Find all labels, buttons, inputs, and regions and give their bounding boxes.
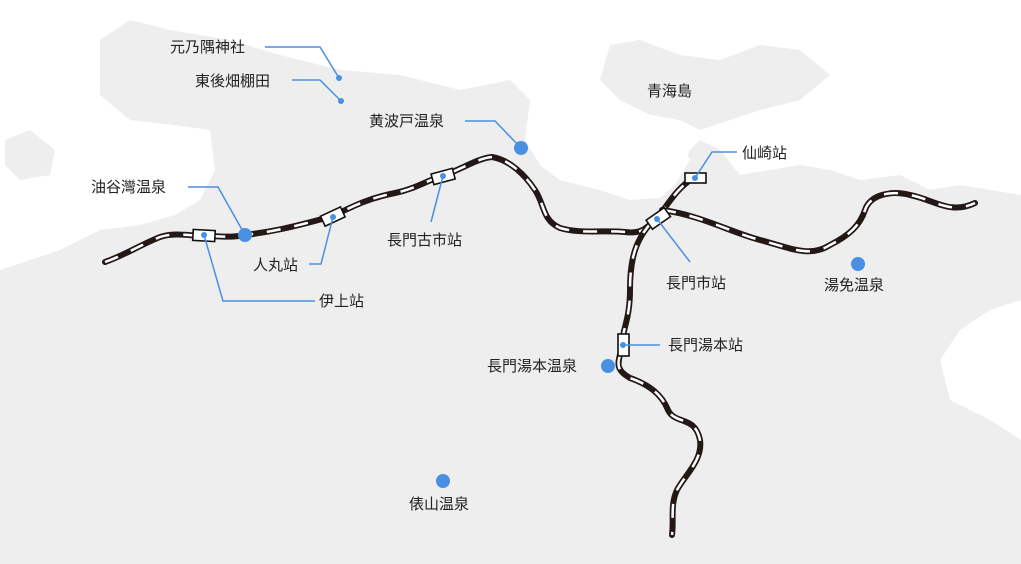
sea-bay: [540, 135, 690, 200]
leader-nagatofuruichi: [430, 175, 444, 223]
label-kibado-onsen: 黄波戸温泉: [369, 112, 444, 130]
label-yumoto-onsen: 長門湯本温泉: [487, 357, 577, 375]
onsen-marker-yumen[interactable]: [851, 257, 865, 271]
land-mainland: [0, 20, 1021, 564]
label-higashiushiro: 東後畑棚田: [195, 72, 270, 90]
railway-sanin-line-east: [659, 190, 978, 255]
label-senzaki-station: 仙崎站: [742, 144, 787, 162]
label-motonosumi: 元乃隅神社: [170, 38, 245, 56]
label-yuyawan-onsen: 油谷灣温泉: [91, 178, 166, 196]
land-seikaijima: [600, 40, 830, 130]
label-igami-station: 伊上站: [319, 292, 364, 310]
land-west-islet: [5, 130, 55, 180]
leader-motonosumi: [265, 46, 340, 79]
leader-senzaki: [694, 151, 737, 179]
leader-hitomaru: [309, 216, 334, 265]
leader-higashiushiro: [292, 79, 342, 102]
label-hitomaru-station: 人丸站: [253, 256, 298, 274]
label-yumen-onsen: 湯免温泉: [824, 276, 884, 294]
label-tawarayama-onsen: 俵山温泉: [409, 495, 469, 513]
leader-nagatoshi: [656, 218, 691, 263]
railway-mine-line: [615, 219, 704, 538]
label-nagatofuruichi-station: 長門古市站: [387, 231, 462, 249]
label-nagatoshi-station: 長門市站: [666, 274, 726, 292]
onsen-marker-yumoto[interactable]: [601, 359, 615, 373]
label-nagatoyumoto-station: 長門湯本站: [668, 336, 743, 354]
leader-yuyawan: [188, 186, 246, 236]
leader-kibado: [465, 120, 522, 149]
label-seikaijima: 青海島: [647, 82, 692, 100]
onsen-marker-tawarayama[interactable]: [436, 474, 450, 488]
leader-igami: [203, 234, 315, 302]
